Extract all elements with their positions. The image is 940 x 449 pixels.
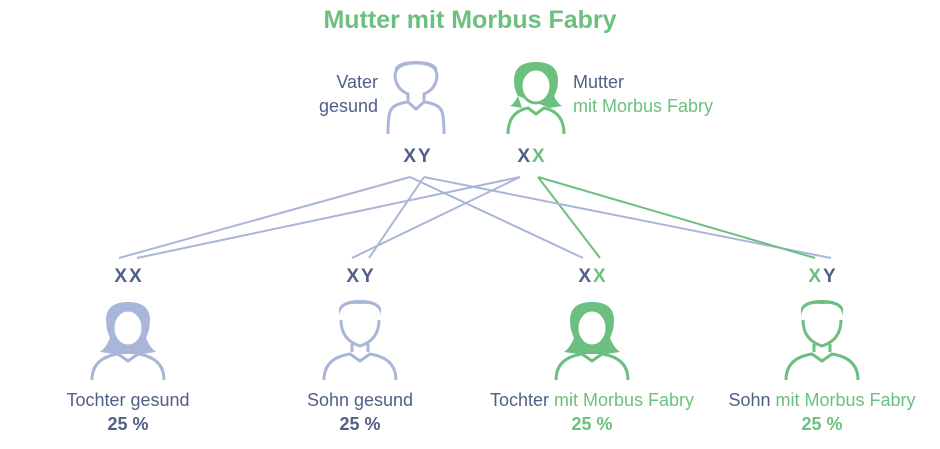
child4-gene-2: Y [823, 266, 836, 287]
child1-label: Tochter gesund [8, 390, 248, 411]
child2-gene-2: Y [361, 266, 374, 287]
father-gene-1: X [403, 146, 416, 167]
male-person-icon [386, 61, 446, 135]
line-mother-xaffected-to-child3 [537, 176, 601, 259]
line-father-y-to-child4 [423, 176, 832, 259]
father-label: Vater gesund [312, 70, 378, 118]
child4-label: Sohn mit Morbus Fabry [702, 390, 940, 411]
child3-label: Tochter mit Morbus Fabry [472, 390, 712, 411]
child3-percent: 25 % [571, 414, 613, 434]
child2-label-prefix: Sohn gesund [306, 390, 414, 410]
child1-gene-1: X [114, 266, 127, 287]
child3-label-prefix: Tochter [489, 390, 554, 410]
line-mother-x-to-child1 [136, 176, 521, 259]
line-father-x-to-child1 [118, 176, 411, 259]
child3-label-highlight: mit Morbus Fabry [554, 390, 695, 410]
mother-gene-2: X [532, 146, 545, 167]
line-father-x-to-child3 [409, 176, 584, 259]
line-mother-xaffected-to-child4 [537, 176, 816, 259]
male-person-icon [322, 300, 398, 381]
father-gene-2: Y [418, 146, 431, 167]
child4-label-prefix: Sohn [728, 390, 776, 410]
mother-gene-1: X [517, 146, 530, 167]
male-person-icon [784, 300, 860, 381]
child1-label-prefix: Tochter gesund [66, 390, 190, 410]
female-person-icon [506, 62, 566, 135]
child4-label-highlight: mit Morbus Fabry [775, 390, 916, 410]
child4-gene-1: X [808, 266, 821, 287]
child3-gene-2: X [593, 266, 606, 287]
diagram-title: Mutter mit Morbus Fabry [323, 6, 617, 34]
mother-label-line2: mit Morbus Fabry [573, 96, 714, 116]
father-label-line2: gesund [318, 96, 378, 116]
child1-percent: 25 % [107, 414, 149, 434]
child2-label: Sohn gesund [240, 390, 480, 411]
mother-label: Mutter mit Morbus Fabry [573, 70, 713, 118]
child4-percent: 25 % [801, 414, 843, 434]
father-label-line1: Vater [336, 72, 378, 92]
female-person-icon [90, 302, 166, 381]
mother-label-line1: Mutter [573, 72, 625, 92]
child3-gene-1: X [578, 266, 591, 287]
child1-gene-2: X [129, 266, 142, 287]
female-person-icon [554, 302, 630, 381]
child2-percent: 25 % [339, 414, 381, 434]
child2-gene-1: X [346, 266, 359, 287]
